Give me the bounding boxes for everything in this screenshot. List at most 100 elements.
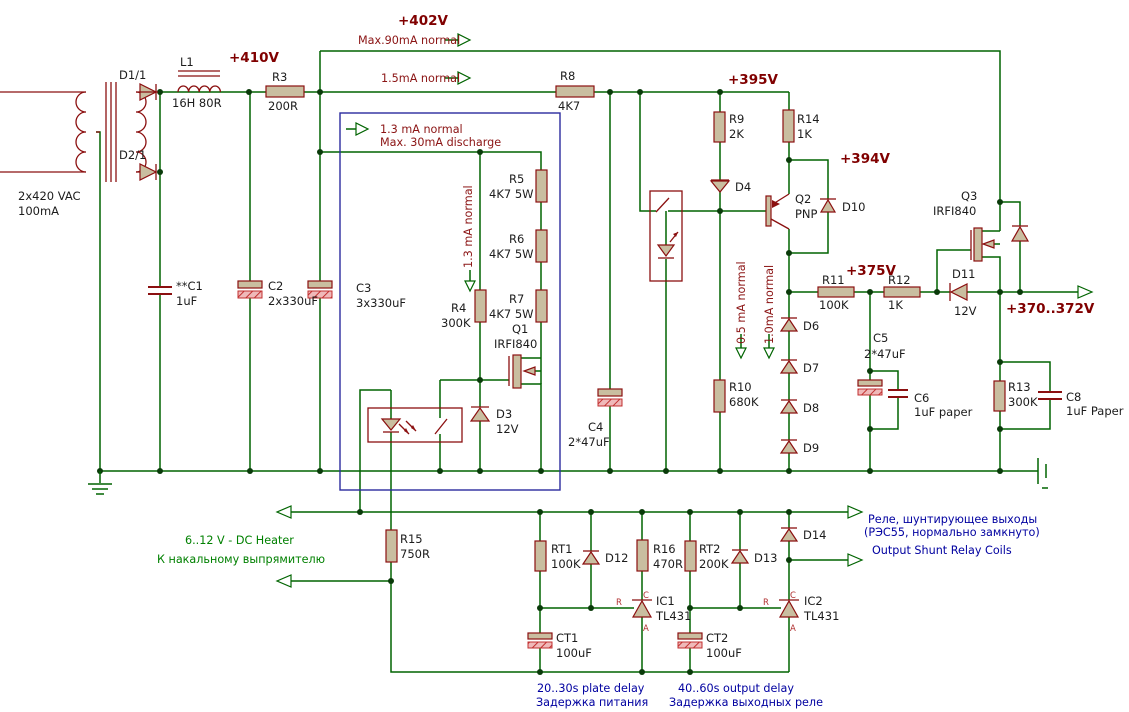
label-r4: R4 (451, 301, 466, 315)
label-ic2: IC2 (804, 594, 823, 608)
label-d14: D14 (803, 528, 827, 542)
current-max30: Max. 30mA discharge (380, 136, 501, 149)
resistor-RT1-symbol (534, 540, 547, 572)
label-r9: R9 (729, 112, 744, 126)
current-max90: Max.90mA normal (358, 34, 460, 47)
current-13ma-vertical: 1.3 mA normal (462, 185, 475, 268)
resistor-R12-symbol (883, 286, 921, 298)
diode-D2-symbol (139, 163, 158, 181)
label-c5-value: 2*47uF (864, 347, 906, 361)
inductor-L1-symbol (177, 70, 222, 93)
label-c8: C8 (1066, 390, 1081, 404)
label-q1: Q1 (512, 322, 528, 336)
label-rt2: RT2 (699, 542, 721, 556)
label-c1: **C1 (176, 279, 203, 293)
label-r8-value: 4K7 (558, 99, 580, 113)
junction-dots (97, 89, 1023, 675)
label-r12-value: 1K (888, 298, 903, 312)
voltage-output: +370..372V (1006, 301, 1095, 317)
diode-D14-symbol (779, 527, 799, 542)
label-r14: R14 (797, 112, 820, 126)
flow-arrows (275, 33, 1094, 588)
label-r16-value: 470R (653, 557, 683, 571)
label-r6-value: 4K7 5W (489, 247, 534, 261)
note-delay2-en: 40..60s output delay (678, 682, 794, 695)
discharge-region-box (339, 112, 561, 491)
label-r3-value: 200R (268, 99, 298, 113)
resistor-R4-symbol (474, 289, 487, 323)
current-10ma-vertical: 1.0mA normal (763, 265, 776, 344)
voltage-410: +410V (229, 50, 279, 66)
label-t1-value2: 100mA (18, 204, 59, 218)
label-l1: L1 (180, 55, 194, 69)
diode-D12-symbol (581, 550, 601, 565)
label-ct1: CT1 (556, 631, 578, 645)
note-delay1-ru: Задержка питания (536, 696, 648, 709)
label-d8: D8 (803, 401, 819, 415)
capacitor-C1-symbol (148, 286, 172, 295)
label-r6: R6 (509, 232, 524, 246)
label-q2-value: PNP (795, 207, 818, 221)
resistor-R13-symbol (993, 380, 1006, 412)
resistor-R14-symbol (782, 109, 795, 143)
capacitor-C2b-symbol (307, 280, 333, 299)
resistor-R5-symbol (535, 169, 548, 203)
zener-D8-symbol (779, 399, 799, 414)
resistor-R7-symbol (535, 289, 548, 323)
label-r7: R7 (509, 292, 524, 306)
diode-Q3-body-symbol (1010, 225, 1030, 242)
label-ct2: CT2 (706, 631, 728, 645)
voltage-395: +395V (728, 72, 778, 88)
label-ic1-value: TL431 (655, 609, 691, 623)
label-c1-value: 1uF (176, 294, 197, 308)
note-heater-en: 6..12 V - DC Heater (185, 534, 294, 547)
capacitor-C5-symbol (857, 379, 883, 396)
capacitor-C2a-symbol (237, 280, 263, 299)
label-d11-value: 12V (954, 304, 977, 318)
label-r4-value: 300K (441, 316, 471, 330)
resistor-R8-symbol (555, 85, 595, 98)
current-13ma: 1.3 mA normal (380, 123, 463, 136)
ic-IC2-TL431-symbol (778, 599, 800, 618)
label-d11: D11 (952, 267, 976, 281)
label-d10: D10 (842, 200, 866, 214)
ground-symbol-right (1037, 458, 1048, 489)
diode-D10-symbol (819, 198, 837, 213)
label-d2: D2/1 (119, 148, 146, 162)
label-ic1: IC1 (656, 594, 675, 608)
note-heater-ru: К накальному выпрямителю (157, 553, 325, 566)
pin-ic1-a: A (643, 624, 649, 634)
note-relay-ru1: Реле, шунтирующее выходы (868, 513, 1037, 526)
resistor-R3-symbol (265, 85, 305, 98)
label-c5: C5 (873, 331, 888, 345)
mosfet-Q3-symbol (970, 227, 995, 262)
label-c3-value: 3x330uF (356, 296, 406, 310)
resistor-R15-symbol (385, 529, 398, 563)
label-r9-value: 2K (729, 127, 744, 141)
pin-ic2-c: C (790, 591, 796, 601)
label-d12: D12 (605, 551, 629, 565)
label-r15: R15 (400, 532, 423, 546)
label-d4: D4 (735, 180, 751, 194)
voltage-375: +375V (846, 263, 896, 279)
current-15ma: 1.5mA normal (381, 72, 460, 85)
label-r11-value: 100K (819, 298, 849, 312)
label-d9: D9 (803, 441, 819, 455)
label-l1-value: 16H 80R (172, 96, 222, 110)
capacitor-CT1-symbol (527, 632, 553, 649)
label-rt1: RT1 (551, 542, 573, 556)
voltage-394: +394V (840, 151, 890, 167)
label-t1-value: 2x420 VAC (18, 189, 81, 203)
label-c4-value: 2*47uF (568, 435, 610, 449)
label-r5: R5 (509, 172, 524, 186)
label-q1-value: IRFI840 (494, 337, 537, 351)
label-r10-value: 680K (729, 395, 759, 409)
note-delay2-ru: Задержка выходных реле (669, 696, 823, 709)
label-c2-value: 2x330uF (268, 294, 318, 308)
wires (96, 50, 1078, 673)
label-r7-value: 4K7 5W (489, 307, 534, 321)
voltage-402: +402V (398, 13, 448, 29)
label-q3: Q3 (961, 189, 977, 203)
label-q3-value: IRFI840 (933, 204, 976, 218)
resistor-R9-symbol (713, 111, 726, 143)
